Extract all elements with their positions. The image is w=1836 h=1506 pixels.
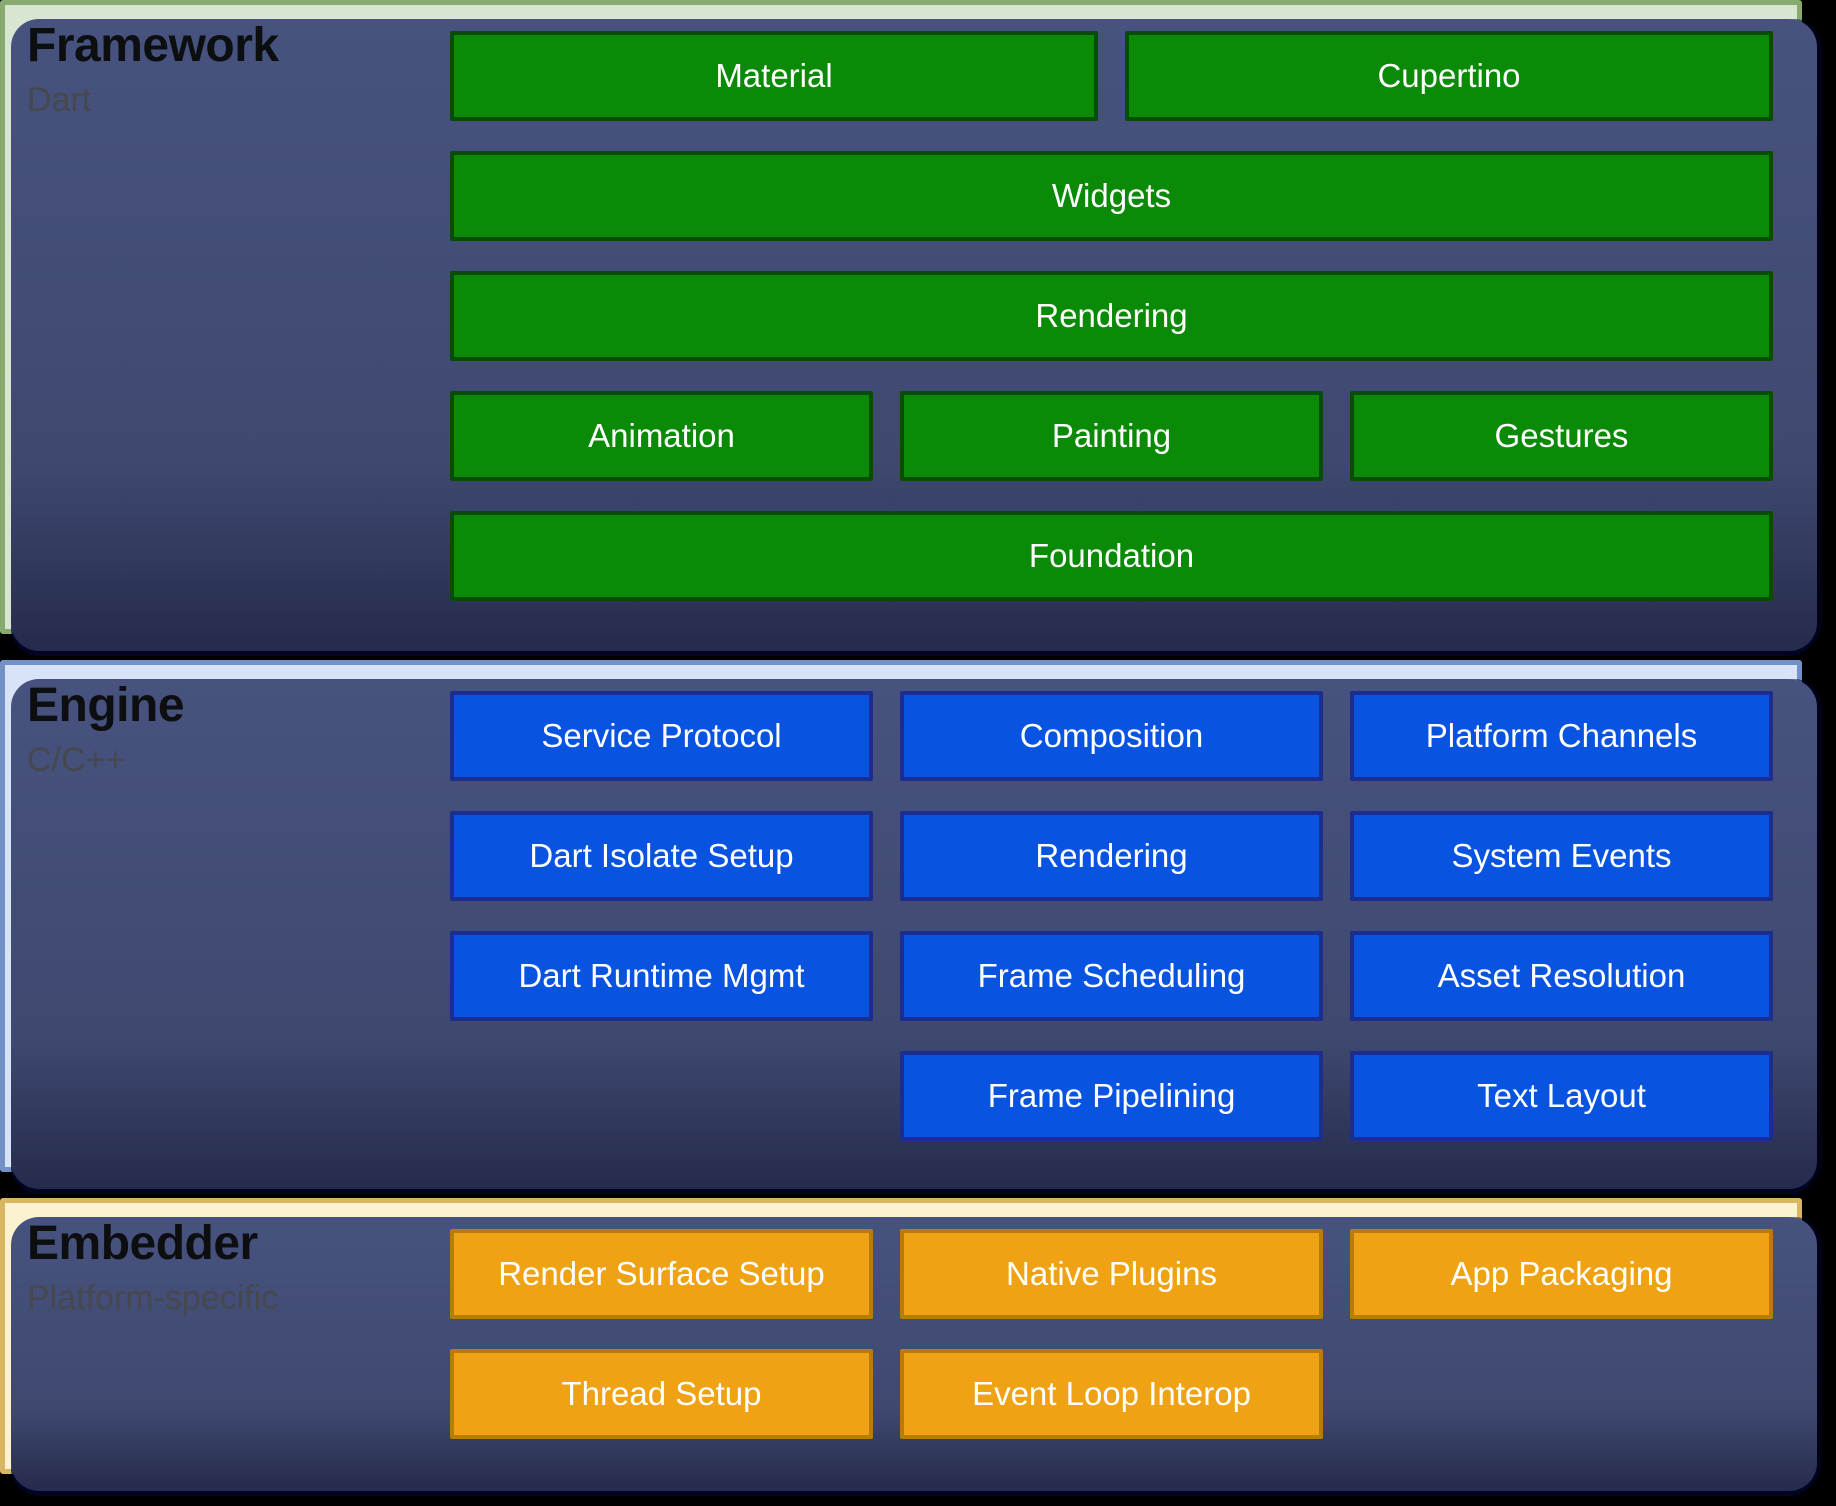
embedder-title: Embedder [27, 1217, 258, 1270]
engine-grid: Service Protocol Composition Platform Chan… [450, 691, 1773, 1141]
framework-heading: Framework Dart [27, 17, 279, 121]
box-rendering: Rendering [900, 811, 1323, 901]
box-gestures: Gestures [1350, 391, 1773, 481]
box-dart-runtime-mgmt: Dart Runtime Mgmt [450, 931, 873, 1021]
engine-layer: Engine C/C++ Service Protocol Composition… [0, 660, 1817, 1189]
box-frame-pipelining: Frame Pipelining [900, 1051, 1323, 1141]
box-asset-resolution: Asset Resolution [1350, 931, 1773, 1021]
box-event-loop-interop: Event Loop Interop [900, 1349, 1323, 1439]
box-text-layout: Text Layout [1350, 1051, 1773, 1141]
embedder-heading: Embedder Platform-specific [27, 1215, 278, 1319]
empty-cell [450, 1051, 873, 1141]
framework-subtitle: Dart [27, 80, 92, 119]
embedder-subtitle: Platform-specific [27, 1278, 279, 1317]
box-dart-isolate-setup: Dart Isolate Setup [450, 811, 873, 901]
embedder-grid: Render Surface Setup Native Plugins App Pa… [450, 1229, 1773, 1439]
box-service-protocol: Service Protocol [450, 691, 873, 781]
framework-title: Framework [27, 19, 279, 72]
box-rendering: Rendering [450, 271, 1773, 361]
box-app-packaging: App Packaging [1350, 1229, 1773, 1319]
box-cupertino: Cupertino [1125, 31, 1773, 121]
box-thread-setup: Thread Setup [450, 1349, 873, 1439]
engine-title: Engine [27, 679, 185, 732]
box-material: Material [450, 31, 1098, 121]
embedder-layer: Embedder Platform-specific Render Surfac… [0, 1198, 1817, 1491]
box-platform-channels: Platform Channels [1350, 691, 1773, 781]
empty-cell [1350, 1349, 1773, 1439]
box-system-events: System Events [1350, 811, 1773, 901]
box-render-surface-setup: Render Surface Setup [450, 1229, 873, 1319]
engine-heading: Engine C/C++ [27, 677, 185, 781]
box-native-plugins: Native Plugins [900, 1229, 1323, 1319]
box-animation: Animation [450, 391, 873, 481]
box-widgets: Widgets [450, 151, 1773, 241]
box-foundation: Foundation [450, 511, 1773, 601]
box-frame-scheduling: Frame Scheduling [900, 931, 1323, 1021]
engine-subtitle: C/C++ [27, 740, 126, 779]
box-painting: Painting [900, 391, 1323, 481]
box-composition: Composition [900, 691, 1323, 781]
